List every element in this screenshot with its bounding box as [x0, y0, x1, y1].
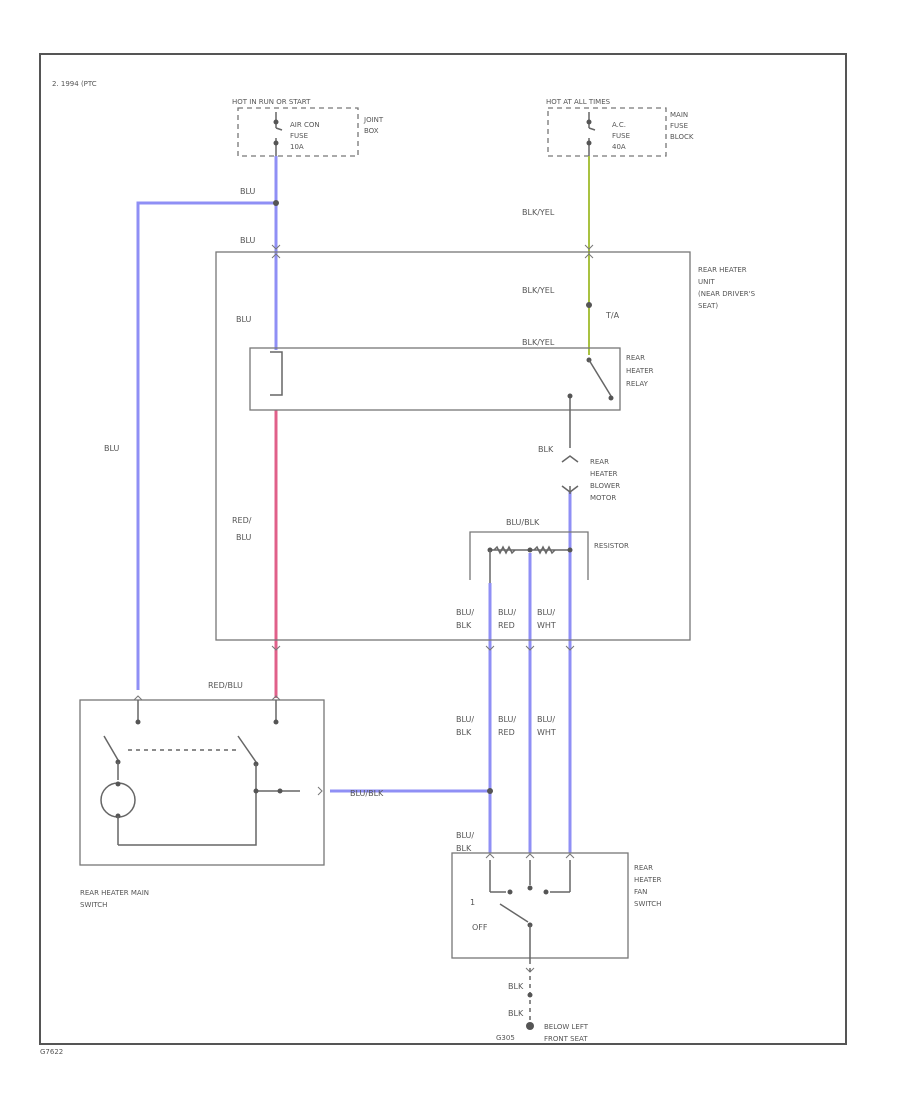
joint-box-label-1: JOINT	[363, 116, 384, 124]
blue-wires	[136, 156, 572, 853]
wire-label-blk-motor: BLK	[538, 445, 554, 454]
rear-heater-main-switch: REAR HEATER MAIN SWITCH	[79, 699, 325, 909]
inner-label-1a: BLU/	[456, 608, 474, 617]
resistor: RESISTOR	[469, 531, 629, 583]
relay-label-3: RELAY	[626, 380, 649, 388]
inner-label-3a: BLU/	[537, 608, 555, 617]
model-note: 2. 1994 (PTC	[52, 80, 97, 88]
ref-t-a: T/A	[605, 311, 620, 320]
main-fuse-label-2: FUSE	[670, 122, 688, 130]
inner-label-2b: RED	[498, 621, 515, 630]
wire-label-blkyel-1: BLK/YEL	[522, 208, 555, 217]
main-fuse-label-3: BLOCK	[670, 133, 694, 141]
joint-box-outline	[237, 107, 359, 157]
wire-label-blublk-switch: BLU/BLK	[350, 789, 384, 798]
fan-switch-label-2: HEATER	[634, 876, 662, 884]
figure-code: G7622	[40, 1048, 63, 1056]
resistor-label: RESISTOR	[594, 542, 629, 550]
fan-switch-label-1: REAR	[634, 864, 653, 872]
wire-label-redblu-outer: RED/BLU	[208, 681, 243, 690]
inner-label-3b: WHT	[537, 621, 556, 630]
wire-label-blk-1: BLK	[508, 982, 524, 991]
ground-ref: G305	[496, 1034, 515, 1042]
blower-label-2: HEATER	[590, 470, 618, 478]
main-switch-label-2: SWITCH	[80, 901, 107, 909]
outer-label-3b: WHT	[537, 728, 556, 737]
outer-label-1a: BLU/	[456, 715, 474, 724]
fan-switch-label-3: FAN	[634, 888, 647, 896]
wire-label-blkyel-2: BLK/YEL	[522, 286, 555, 295]
fan-position-1: 1	[470, 898, 475, 907]
outer-label-2a: BLU/	[498, 715, 516, 724]
outer-label-3a: BLU/	[537, 715, 555, 724]
wire-label-blu-inner: BLU	[236, 315, 252, 324]
blower-motor: REAR HEATER BLOWER MOTOR	[561, 455, 620, 502]
rear-heater-unit-label-1: REAR HEATER	[698, 266, 747, 274]
wire-label-blk-2: BLK	[508, 1009, 524, 1018]
fan-switch-box	[451, 852, 629, 959]
relay-label-2: HEATER	[626, 367, 654, 375]
fan-position-off: OFF	[472, 923, 488, 932]
fuse-left-label-1: AIR CON	[290, 121, 320, 129]
main-fuse-outline	[547, 107, 667, 157]
wire-label-blublk-fan-a: BLU/	[456, 831, 474, 840]
wire-label-blublk-resistor: BLU/BLK	[506, 518, 540, 527]
wire-label-blkyel-3: BLK/YEL	[522, 338, 555, 347]
ground-g305: BLK BLK G305 BELOW LEFT FRONT SEAT	[496, 960, 589, 1043]
fuse-right-label-3: 40A	[612, 143, 626, 151]
fuse-left-caption: HOT IN RUN OR START	[232, 98, 311, 106]
wire-label-redblu-1: RED/	[232, 516, 252, 525]
rear-heater-unit-label-3: (NEAR DRIVER'S	[698, 290, 756, 298]
rear-heater-fan-switch: 1 OFF REAR HEATER FAN SWITCH	[451, 852, 662, 960]
blower-label-3: BLOWER	[590, 482, 620, 490]
fuse-right-label-1: A.C.	[612, 121, 626, 129]
wire-label-redblu-2: BLU	[236, 533, 252, 542]
outer-label-2b: RED	[498, 728, 515, 737]
fuse-left-label-2: FUSE	[290, 132, 308, 140]
inner-label-1b: BLK	[456, 621, 472, 630]
rear-heater-unit-label-4: SEAT)	[698, 302, 718, 310]
fuse-left-label-3: 10A	[290, 143, 304, 151]
splice-dots	[273, 200, 592, 794]
ground-label-2: FRONT SEAT	[544, 1035, 588, 1043]
main-fuse-label-1: MAIN	[670, 111, 688, 119]
relay-box	[249, 347, 621, 411]
fuse-right-label-2: FUSE	[612, 132, 630, 140]
relay-label-1: REAR	[626, 354, 645, 362]
indicator-lamp-icon	[100, 782, 136, 818]
main-switch-label-1: REAR HEATER MAIN	[80, 889, 149, 897]
wire-label-blu-1: BLU	[240, 187, 256, 196]
ground-label-1: BELOW LEFT	[544, 1023, 589, 1031]
connector-marks	[133, 244, 594, 973]
inner-label-2a: BLU/	[498, 608, 516, 617]
diagram-frame	[39, 53, 847, 1045]
outer-label-1b: BLK	[456, 728, 472, 737]
blower-label-4: MOTOR	[590, 494, 616, 502]
main-fuse-block: HOT AT ALL TIMES A.C. FUSE 40A MAIN FUSE…	[546, 98, 694, 157]
rear-heater-unit-label-2: UNIT	[698, 278, 715, 286]
blower-label-1: REAR	[590, 458, 609, 466]
joint-box-label-2: BOX	[364, 127, 379, 135]
rear-heater-relay: REAR HEATER RELAY	[249, 347, 654, 448]
fan-switch-label-4: SWITCH	[634, 900, 661, 908]
rear-heater-unit	[215, 251, 691, 641]
ground-icon	[526, 1022, 534, 1030]
fuse-right-caption: HOT AT ALL TIMES	[546, 98, 611, 106]
wire-label-blu-left: BLU	[104, 444, 120, 453]
main-switch-box	[79, 699, 325, 866]
joint-box-fuse: HOT IN RUN OR START AIR CON FUSE 10A JOI…	[232, 98, 384, 157]
wire-label-blublk-fan-b: BLK	[456, 844, 472, 853]
wire-label-blu-2: BLU	[240, 236, 256, 245]
